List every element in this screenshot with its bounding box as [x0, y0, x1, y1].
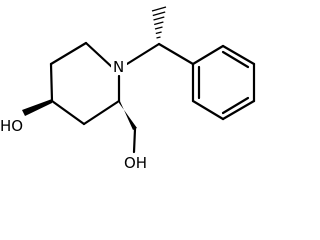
- bond-chiral-carbon-phenyl: [157, 42, 195, 66]
- hashed-wedge-methyl: [151, 6, 167, 39]
- bond-ch2-oh: [132, 127, 137, 154]
- ring-bond-c3-c2: [82, 99, 121, 126]
- bold-wedge-c4-oh: [22, 99, 52, 116]
- bold-wedge-c2-ch2: [119, 99, 137, 130]
- ring-bond-n-c6: [84, 41, 115, 70]
- ring-bond-c6-c5: [49, 41, 88, 66]
- phenyl-ring: [191, 44, 256, 121]
- atom-label-nitrogen: N: [113, 58, 124, 76]
- atom-label-hydroxyl-bottom: OH: [124, 154, 147, 172]
- chemical-structure: N HO OH: [0, 6, 256, 172]
- bond-n-chiral-carbon: [125, 42, 161, 66]
- ring-bond-c4-c3: [50, 99, 86, 126]
- atom-label-hydroxyl-left: HO: [0, 117, 23, 135]
- ring-bond-c5-c4: [49, 62, 54, 103]
